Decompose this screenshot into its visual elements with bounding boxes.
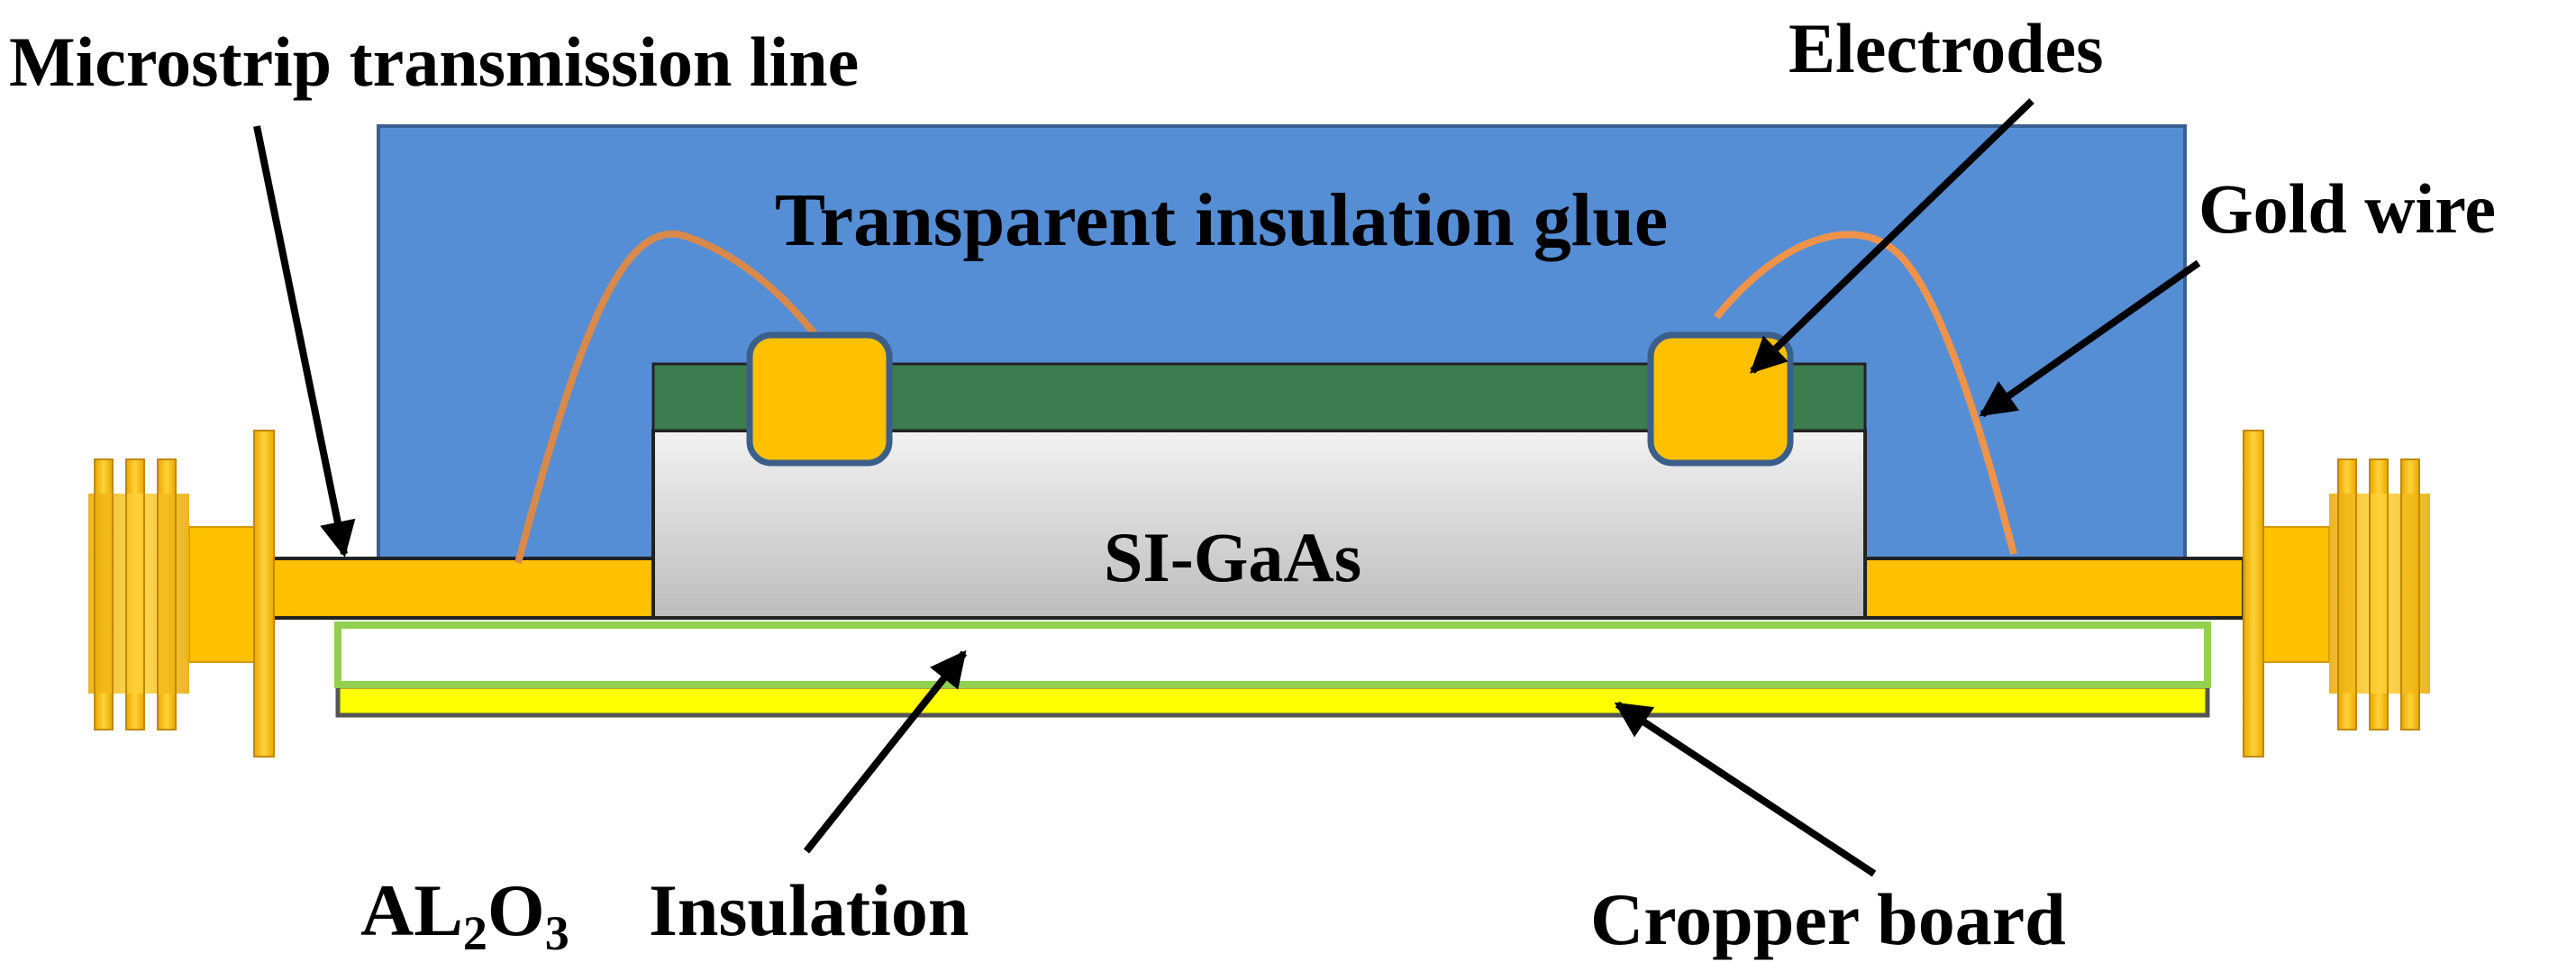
microstrip-line-left	[264, 557, 655, 620]
label-copper-board: Cropper board	[1590, 878, 2066, 960]
arrow-microstrip	[253, 125, 356, 558]
sma-connector-left	[88, 430, 275, 758]
label-microstrip: Microstrip transmission line	[9, 23, 859, 101]
al2o3-insulation-layer	[334, 622, 2211, 688]
label-substrate: SI-GaAs	[1104, 518, 1361, 596]
label-gold-wire: Gold wire	[2198, 169, 2496, 248]
label-electrodes: Electrodes	[1789, 9, 2103, 87]
arrow-gold-wire	[1979, 259, 2201, 418]
arrow-copper-board	[1614, 701, 1877, 877]
gold-wire-right	[1713, 231, 2017, 556]
arrow-electrodes	[1750, 98, 2034, 374]
microstrip-line-right	[1863, 557, 2245, 620]
sma-connector-right	[2243, 430, 2430, 758]
copper-board	[335, 684, 2210, 718]
label-al2o3: AL2O3	[360, 869, 569, 960]
gold-wire-left	[514, 230, 824, 565]
label-glue: Transparent insulation glue	[775, 178, 1668, 262]
electrode-left	[746, 331, 893, 467]
label-insulation: Insulation	[649, 869, 969, 951]
arrow-insulation	[803, 649, 968, 854]
